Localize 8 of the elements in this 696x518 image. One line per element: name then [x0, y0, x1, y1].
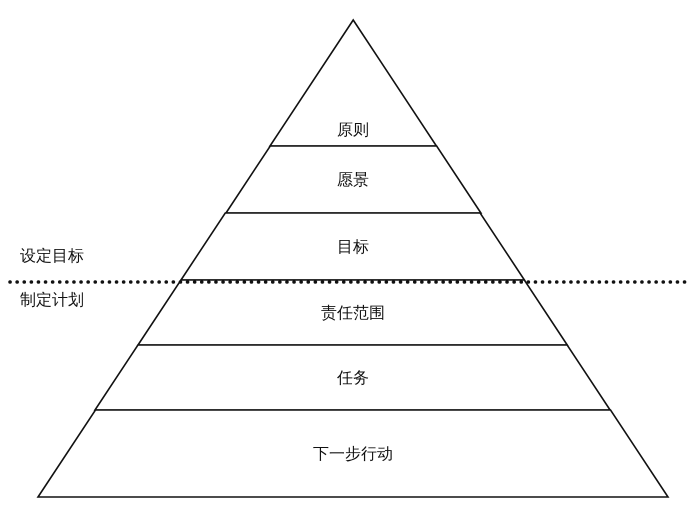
tier-label: 原则 [336, 120, 369, 140]
section-label: 设定目标 [20, 246, 84, 266]
tier-label: 责任范围 [320, 302, 385, 322]
tier-label: 目标 [336, 236, 369, 256]
tier-label: 任务 [336, 368, 369, 388]
section-label: 制定计划 [20, 290, 84, 310]
tier-label: 下一步行动 [313, 444, 393, 464]
tier-label: 愿景 [336, 170, 369, 190]
